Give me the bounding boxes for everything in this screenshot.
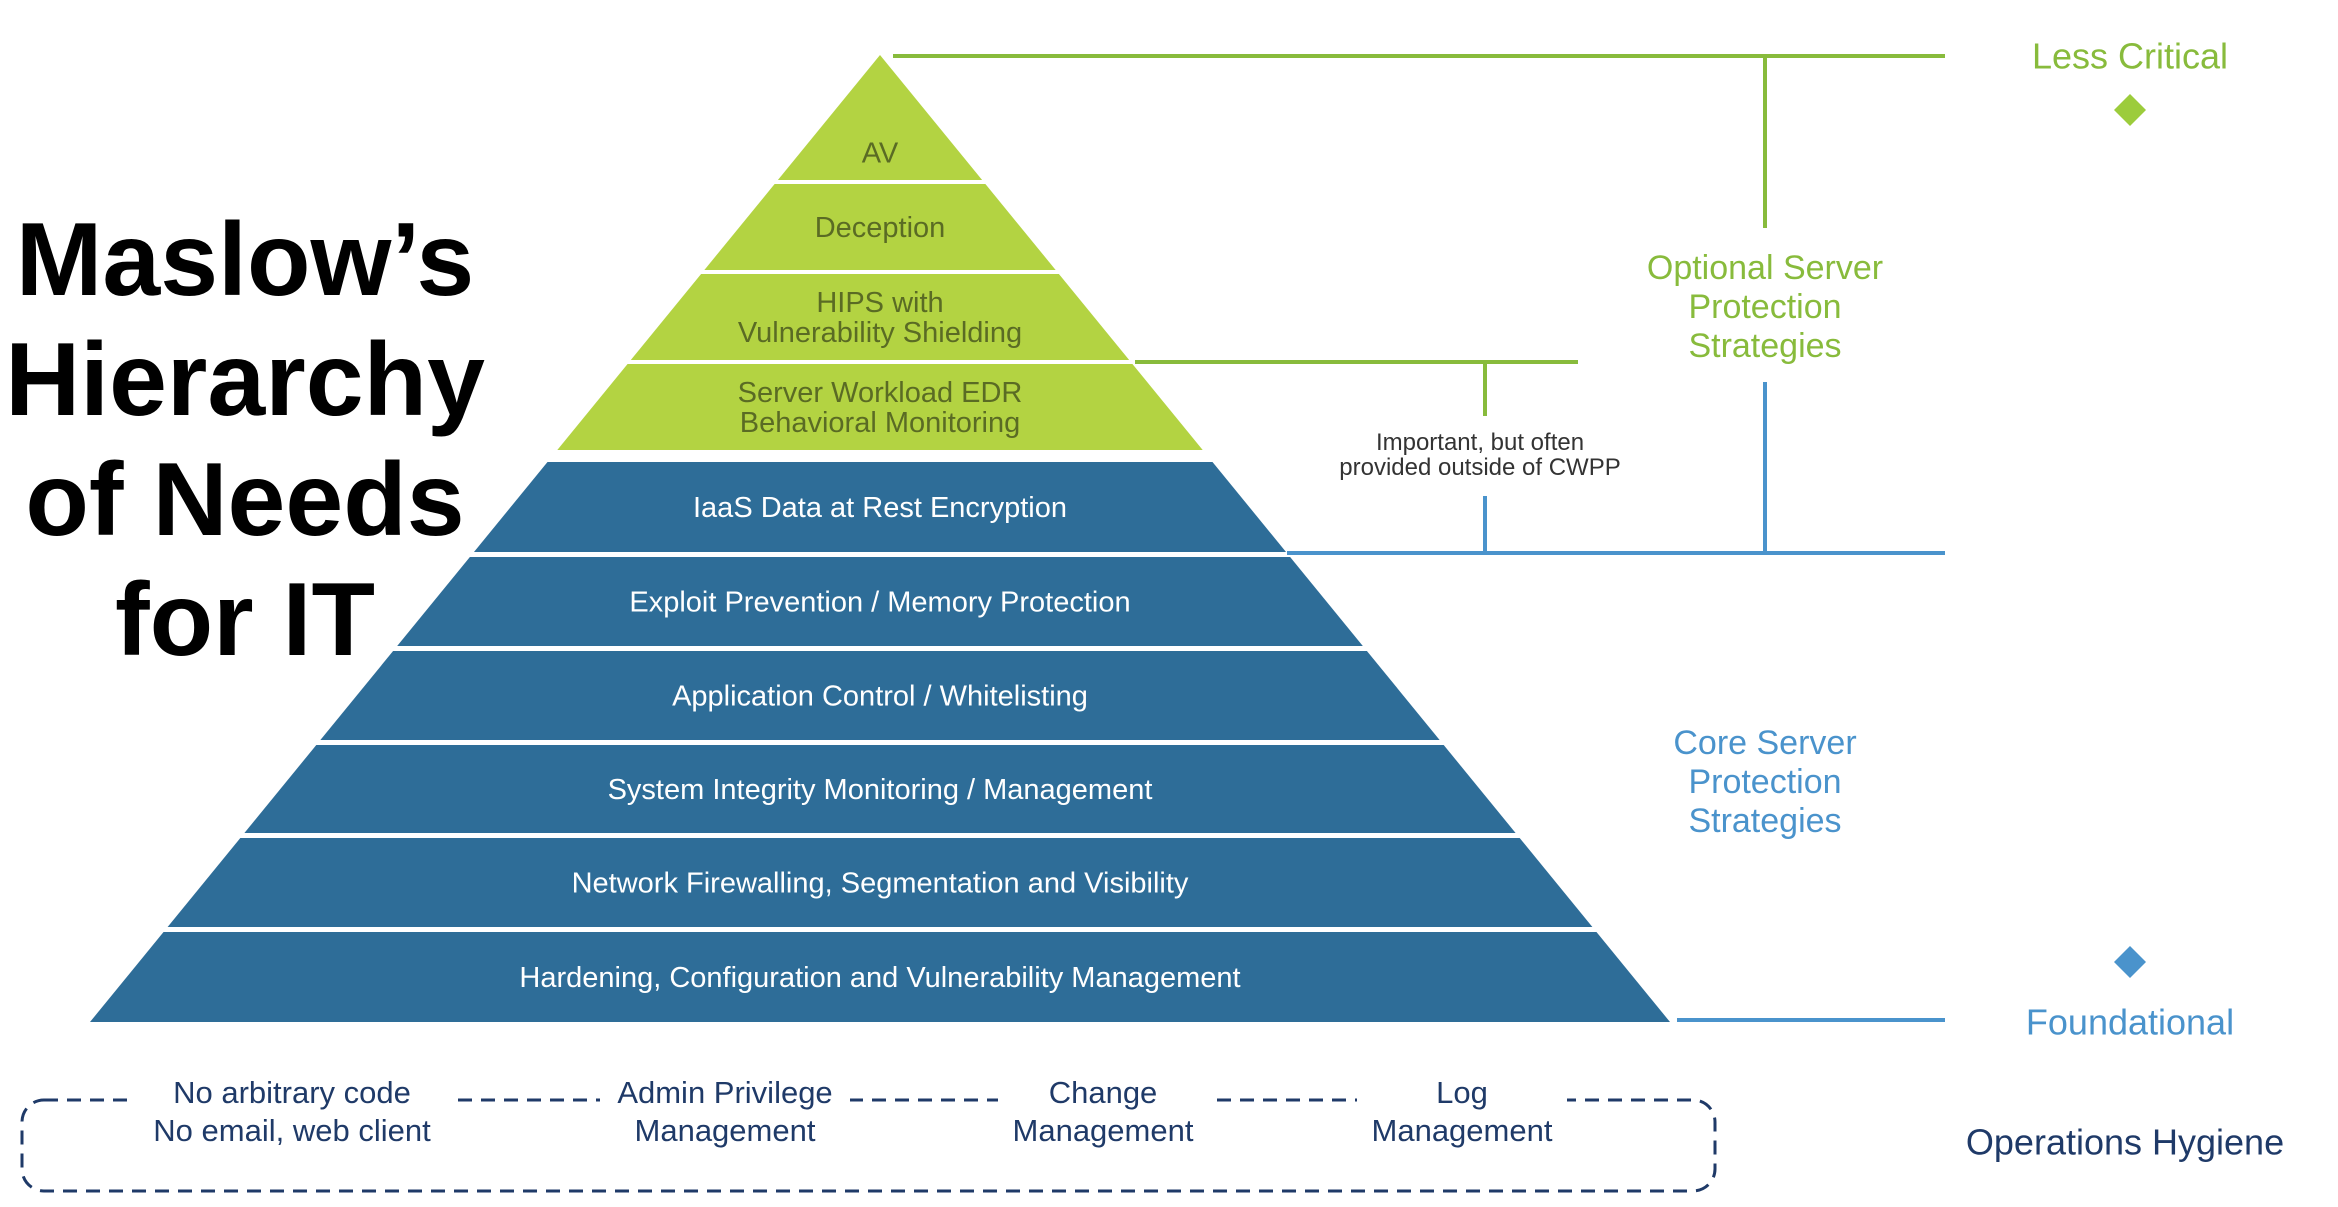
hygiene-item-label-line: Management [1013,1113,1194,1148]
optional-level: AV [777,55,983,180]
optional-level-label-line: Vulnerability Shielding [738,317,1022,349]
core-level: IaaS Data at Rest Encryption [473,462,1287,552]
optional-level-label-line: Deception [815,212,946,244]
core-group-label-line: Core Server [1673,724,1856,762]
core-level-shape [473,462,1287,552]
diagram-title: Maslow’s Hierarchy of Needs for IT [0,200,490,680]
optional-level-label-line: AV [862,138,899,170]
optional-group-label-line: Protection [1688,288,1841,326]
hygiene-item-label-line: Log [1436,1075,1488,1110]
optional-level-label: AV [862,138,899,170]
optional-level-shape [557,364,1203,450]
scale-top-label: Less Critical [2032,36,2228,77]
core-level: Hardening, Configuration and Vulnerabili… [90,932,1670,1022]
criticality-scale [2114,94,2146,978]
hygiene-item-label-line: Management [1372,1113,1553,1148]
optional-level-shape [630,274,1130,360]
scale-top-diamond-icon [2114,94,2146,126]
optional-level-label-line: Server Workload EDR [738,377,1023,409]
optional-level-label-line: Behavioral Monitoring [740,407,1020,439]
scale-top-label-line: Less Critical [2032,36,2228,77]
cwpp-note-label-line: provided outside of CWPP [1339,454,1620,481]
optional-level-label: Deception [815,212,946,244]
optional-level-shape [704,184,1056,270]
core-level-shape [397,557,1363,646]
hygiene-item-label-line: Change [1049,1075,1158,1110]
cwpp-note-label-line: Important, but often [1376,429,1584,456]
optional-level-shape [777,55,983,180]
core-level-label: Application Control / Whitelisting [672,681,1088,713]
title-line: Hierarchy [5,322,485,438]
operations-hygiene-label: Operations Hygiene [1966,1122,2284,1163]
hygiene-item-label-line: Admin Privilege [617,1075,832,1110]
core-group-label-line: Protection [1688,763,1841,801]
hygiene-dashed-border [20,1098,1717,1193]
operations-hygiene-label-line: Operations Hygiene [1966,1122,2284,1163]
core-level-label-line: Hardening, Configuration and Vulnerabili… [519,962,1240,994]
core-level: Network Firewalling, Segmentation and Vi… [167,838,1593,927]
core-level-label-line: Application Control / Whitelisting [672,681,1088,713]
hygiene-item-label-line: No email, web client [153,1113,431,1148]
core-level: Exploit Prevention / Memory Protection [397,557,1363,646]
hygiene-label-backdrop [1357,1080,1567,1150]
core-level-shape [167,838,1593,927]
core-level-label: Hardening, Configuration and Vulnerabili… [519,962,1240,994]
optional-group-label-line: Optional Server [1647,249,1883,287]
scale-bottom-label-line: Foundational [2026,1002,2234,1043]
core-level-shape [320,651,1440,740]
optional-level-label-line: HIPS with [816,287,943,319]
bracket-connectors [893,54,1945,1022]
optional-group-label-line: Strategies [1688,327,1841,365]
core-level-shape [90,932,1670,1022]
hygiene-label-backdrop [998,1080,1208,1150]
scale-bottom-label: Foundational [2026,1002,2234,1043]
core-level-label: IaaS Data at Rest Encryption [693,492,1067,524]
core-level-label: Exploit Prevention / Memory Protection [629,587,1130,619]
core-level-label: System Integrity Monitoring / Management [608,774,1153,806]
title-line: for IT [115,562,375,678]
core-level: System Integrity Monitoring / Management [244,745,1516,833]
core-level-label: Network Firewalling, Segmentation and Vi… [572,868,1189,900]
core-level-shape [244,745,1516,833]
core-group-label-line: Strategies [1688,802,1841,840]
core-level-label-line: System Integrity Monitoring / Management [608,774,1153,806]
title-line: of Needs [25,442,465,558]
hygiene-item-label-line: Management [635,1113,816,1148]
core-level-label-line: IaaS Data at Rest Encryption [693,492,1067,524]
hygiene-label-backdrop [600,1080,850,1150]
core-level-label-line: Network Firewalling, Segmentation and Vi… [572,868,1189,900]
title-line: Maslow’s [15,202,475,318]
hygiene-item-label-line: No arbitrary code [173,1075,411,1110]
scale-bottom-diamond-icon [2114,946,2146,978]
hygiene-label-backdrop [127,1080,457,1150]
core-level-label-line: Exploit Prevention / Memory Protection [629,587,1130,619]
optional-level: Deception [704,184,1056,270]
core-level: Application Control / Whitelisting [320,651,1440,740]
